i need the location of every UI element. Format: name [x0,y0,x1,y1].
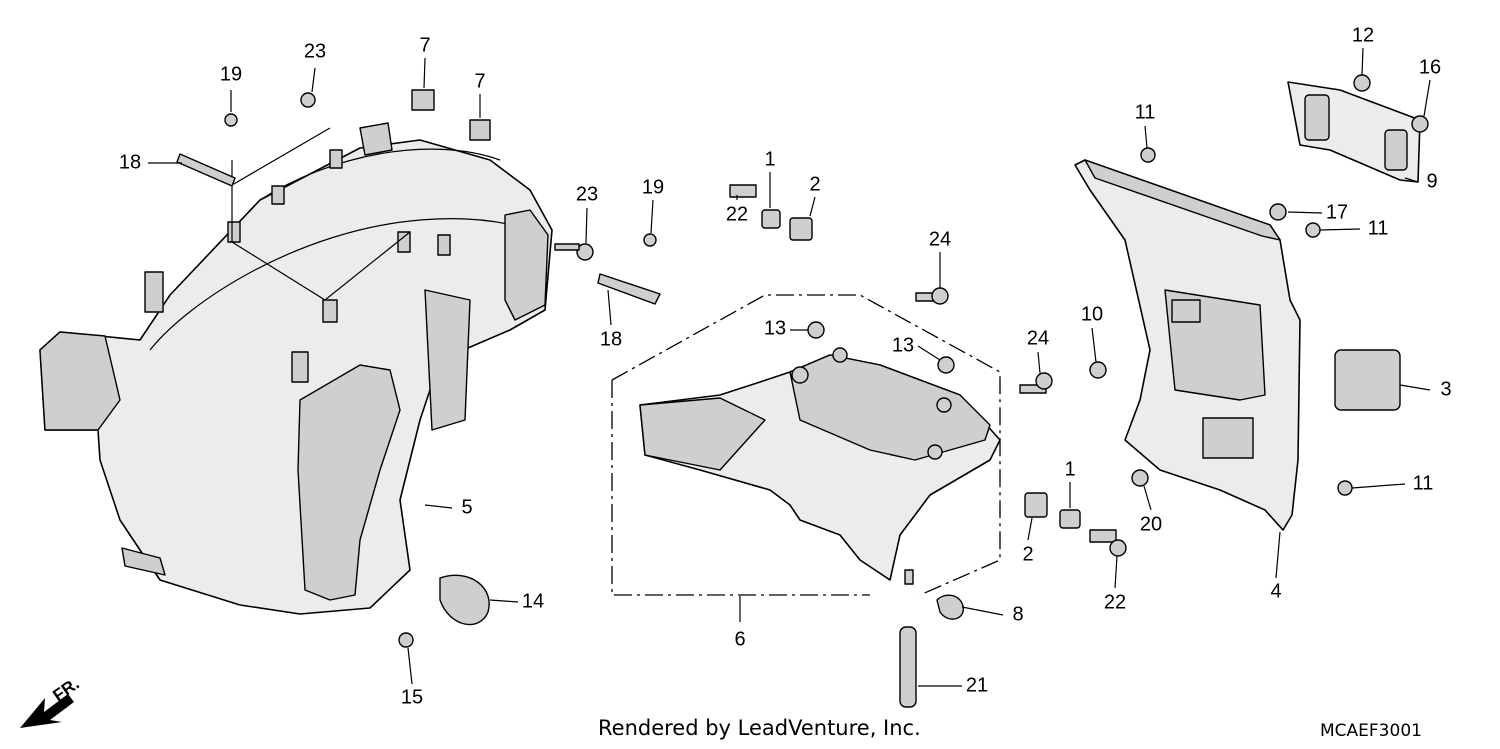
callout-c9: 9 [1426,170,1437,192]
callout-c12: 12 [1352,24,1374,46]
credit-text: Rendered by LeadVenture, Inc. [598,716,921,740]
callout-c6: 6 [734,628,745,650]
callout-c11c: 11 [1413,472,1434,494]
mudguard-part-6 [611,294,1001,596]
callout-c15: 15 [401,686,423,708]
callout-c24a: 24 [929,228,951,250]
rear-panel-part-4 [1074,159,1301,531]
bolt-set-upper [729,184,813,241]
callout-c2a: 2 [809,173,820,195]
callout-c18a: 18 [119,151,141,173]
callout-c10: 10 [1081,303,1103,325]
callout-c13a: 13 [764,317,786,339]
callout-c16: 16 [1419,56,1441,78]
callout-c22b: 22 [1104,591,1126,613]
front-label: FR. [49,674,82,705]
collars-part-13 [807,321,955,374]
strap-part-18 [597,233,661,305]
callout-c18b: 18 [600,328,622,350]
callout-c7b: 7 [474,70,485,92]
callout-c23a: 23 [304,40,326,62]
diagram-code: MCAEF3001 [1320,721,1422,741]
callout-c8: 8 [1012,603,1023,625]
leader-lines [148,47,1431,687]
callout-c1b: 1 [1064,458,1075,480]
callout-c11b: 11 [1368,217,1389,239]
bolts-part-24 [915,287,1053,394]
part-8-and-21 [899,594,964,708]
bolt-set-lower [1024,492,1127,557]
callout-c14: 14 [522,590,544,612]
callout-c22a: 22 [726,203,748,225]
callout-c11a: 11 [1135,101,1156,123]
inner-fender-part-5 [39,122,553,615]
callout-c19b: 19 [642,176,664,198]
callout-c5: 5 [461,496,472,518]
callout-c7a: 7 [419,34,430,56]
bracket-part-9 [1269,74,1429,221]
front-arrow-icon [20,694,74,728]
callout-c19a: 19 [220,63,242,85]
callout-c17: 17 [1326,201,1348,223]
front-direction-indicator: FR. [20,674,83,728]
hardware-left [176,89,594,648]
callout-c21: 21 [966,674,988,696]
callout-c4: 4 [1270,580,1281,602]
pad-part-3 [1089,147,1401,496]
callout-c3: 3 [1440,378,1451,400]
callout-c2b: 2 [1022,543,1033,565]
callout-c1a: 1 [764,148,775,170]
callout-c23b: 23 [576,183,598,205]
callout-labels: 1212345677891011111112131314151617181819… [119,24,1452,708]
callout-c24b: 24 [1027,327,1049,349]
callout-c13b: 13 [892,334,914,356]
callout-c20: 20 [1140,513,1162,535]
